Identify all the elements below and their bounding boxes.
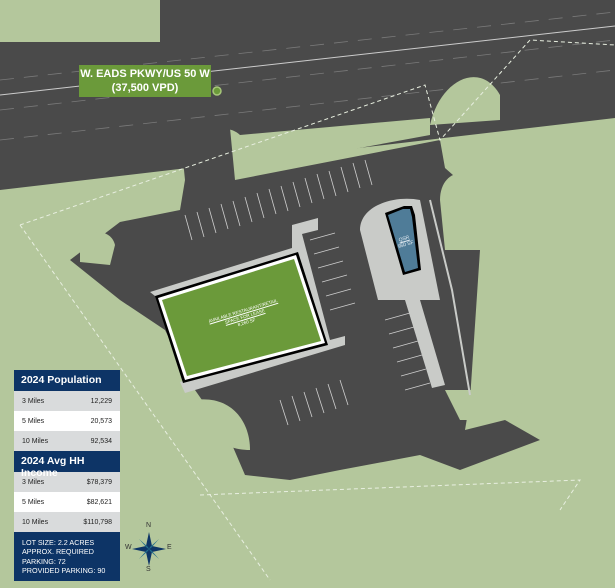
compass-icon [132,532,166,566]
row-value: 12,229 [90,397,112,405]
compass-e: E [167,544,172,551]
compass-s: S [146,566,151,573]
provided-parking: PROVIDED PARKING: 90 [22,565,106,575]
compass-rose: N S E W [124,522,174,574]
row-label: 3 Miles [22,478,45,486]
grass-island [430,77,500,125]
highway [0,0,615,190]
required-parking-label: APPROX. REQUIRED [22,547,94,557]
lot-size: LOT SIZE: 2.2 ACRES [22,538,95,547]
row-value: $82,621 [86,498,112,506]
grass-island [205,118,430,172]
compass-n: N [146,522,152,529]
row-label: 3 Miles [22,397,45,405]
demographics-panel: 2024 Population 3 Miles 12,229 5 Miles 20,… [14,370,120,582]
median-grass [0,0,150,38]
row-value: $78,379 [86,478,112,486]
row-label: 10 Miles [22,518,49,526]
table-row: 10 Miles 92,534 [14,431,120,451]
grass-area [440,173,480,250]
required-parking: PARKING: 72 [22,556,66,566]
lot-info: LOT SIZE: 2.2 ACRES APPROX. REQUIRED PAR… [14,532,120,582]
property-line [19,39,615,226]
row-value: 20,573 [90,417,112,425]
compass-w: W [125,544,132,551]
drive-thru-island [360,198,445,388]
row-label: 5 Miles [22,498,45,506]
table-row: 5 Miles 20,573 [14,411,120,431]
parking-stalls [184,159,431,426]
row-value: 92,534 [90,437,112,445]
road-name: W. EADS PKWY/US 50 W [80,68,210,80]
road-traffic: (37,500 VPD) [111,82,179,94]
table-row: 5 Miles $82,621 [14,492,120,512]
row-label: 5 Miles [22,417,45,425]
table-row: 3 Miles 12,229 [14,391,120,411]
table-row: 3 Miles $78,379 [14,472,120,492]
income-title: 2024 Avg HH Income [14,451,120,479]
road-label: W. EADS PKWY/US 50 W (37,500 VPD) [79,65,211,97]
population-title: 2024 Population [14,370,120,391]
table-row: 10 Miles $110,798 [14,512,120,532]
row-value: $110,798 [83,518,112,526]
location-marker [212,86,222,96]
row-label: 10 Miles [22,437,49,445]
